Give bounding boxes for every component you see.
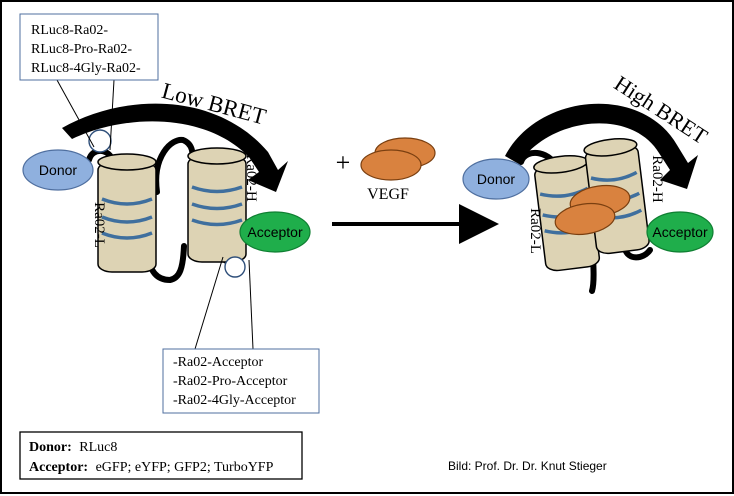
- legend-donor-line: Donor: RLuc8: [29, 440, 117, 455]
- left-donor: [22, 149, 94, 191]
- legend-donor-key: Donor:: [29, 440, 72, 455]
- left-acceptor-linker-marker: [224, 256, 246, 278]
- donor-constructs-callout: RLuc8-Ra02- RLuc8-Pro-Ra02- RLuc8-4Gly-R…: [19, 13, 159, 81]
- low-bret-arrow-body: [62, 103, 288, 192]
- vegf-group: + VEGF: [336, 137, 436, 203]
- right-acceptor-label: Acceptor: [652, 224, 708, 240]
- helix-left-h: [187, 147, 247, 263]
- acceptor-construct-2: -Ra02-Pro-Acceptor: [173, 374, 288, 389]
- acceptor-construct-1: -Ra02-Acceptor: [173, 355, 264, 370]
- vegf-monomer-front: [360, 149, 422, 181]
- left-acceptor-label: Acceptor: [247, 224, 303, 240]
- legend-acceptor-key: Acceptor:: [29, 460, 88, 475]
- legend-acceptor-value: eGFP; eYFP; GFP2; TurboYFP: [96, 460, 274, 475]
- legend-box: Donor: RLuc8 Acceptor: eGFP; eYFP; GFP2;…: [19, 431, 303, 480]
- acceptor-constructs-callout: -Ra02-Acceptor -Ra02-Pro-Acceptor -Ra02-…: [162, 348, 320, 414]
- right-helix-l-label: Ra02-L: [527, 208, 543, 254]
- bound-vegf-monomer-front: [554, 202, 616, 236]
- donor-construct-2: RLuc8-Pro-Ra02-: [31, 42, 132, 57]
- plus-sign: +: [336, 148, 351, 177]
- left-donor-linker-marker: [88, 129, 112, 153]
- right-donor-label: Donor: [477, 171, 515, 187]
- left-helix-l-label: Ra02-L: [91, 202, 107, 248]
- left-donor-label: Donor: [39, 162, 77, 178]
- legend-acceptor-line: Acceptor: eGFP; eYFP; GFP2; TurboYFP: [29, 460, 274, 475]
- left-helix-h-label: Ra02-H: [243, 154, 259, 202]
- vegf-label: VEGF: [367, 186, 409, 203]
- image-credit: Bild: Prof. Dr. Dr. Knut Stieger: [448, 459, 607, 473]
- legend-donor-value: RLuc8: [79, 440, 117, 455]
- left-acceptor: [239, 211, 311, 253]
- right-acceptor: [646, 211, 714, 253]
- donor-construct-1: RLuc8-Ra02-: [31, 23, 108, 38]
- acceptor-construct-3: -Ra02-4Gly-Acceptor: [173, 393, 296, 408]
- right-donor: [462, 158, 530, 200]
- high-bret-arrow-body: [505, 103, 698, 189]
- helix-left-l: [97, 153, 157, 273]
- left-construct: Ra02-L Ra02-H: [22, 79, 311, 350]
- right-construct: Ra02-L Ra02-H: [462, 103, 714, 294]
- donor-construct-3: RLuc8-4Gly-Ra02-: [31, 61, 141, 76]
- right-helix-h-label: Ra02-H: [649, 155, 665, 203]
